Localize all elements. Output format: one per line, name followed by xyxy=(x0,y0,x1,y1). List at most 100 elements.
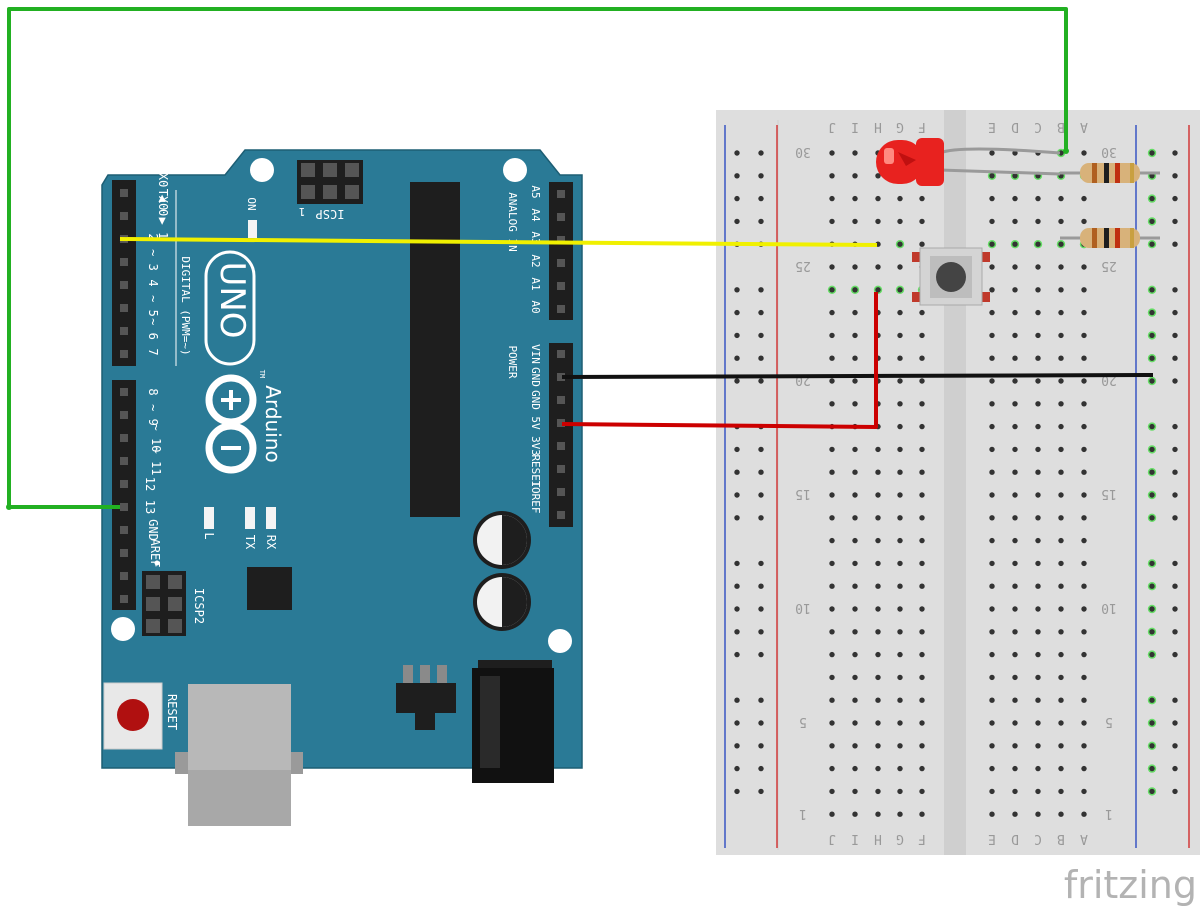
breadboard-hole[interactable] xyxy=(1058,515,1064,521)
breadboard-hole[interactable] xyxy=(1172,697,1178,703)
breadboard-hole[interactable] xyxy=(897,492,903,498)
breadboard-hole[interactable] xyxy=(919,378,925,384)
breadboard-hole[interactable] xyxy=(758,606,764,612)
breadboard-hole[interactable] xyxy=(989,765,995,772)
breadboard-hole[interactable] xyxy=(1149,697,1155,703)
breadboard-hole[interactable] xyxy=(852,720,858,726)
breadboard-hole[interactable] xyxy=(1149,606,1155,612)
breadboard-hole[interactable] xyxy=(989,309,995,316)
breadboard-hole[interactable] xyxy=(919,720,925,726)
breadboard-hole[interactable] xyxy=(1172,287,1178,293)
pin-socket[interactable] xyxy=(557,373,565,381)
breadboard-hole[interactable] xyxy=(919,423,925,430)
breadboard-hole[interactable] xyxy=(1172,720,1178,726)
breadboard-hole[interactable] xyxy=(919,788,925,795)
breadboard-hole[interactable] xyxy=(1081,811,1087,817)
breadboard-hole[interactable] xyxy=(1058,720,1064,726)
breadboard-hole[interactable] xyxy=(919,629,925,635)
breadboard-hole[interactable] xyxy=(897,287,903,293)
breadboard-hole[interactable] xyxy=(897,674,903,681)
breadboard-hole[interactable] xyxy=(989,378,995,384)
breadboard-hole[interactable] xyxy=(1012,309,1018,316)
breadboard-hole[interactable] xyxy=(1035,606,1041,612)
breadboard-hole[interactable] xyxy=(758,378,764,384)
breadboard-hole[interactable] xyxy=(919,560,925,567)
breadboard-hole[interactable] xyxy=(989,332,995,339)
breadboard-hole[interactable] xyxy=(875,218,881,225)
breadboard-hole[interactable] xyxy=(734,309,740,316)
pin-socket[interactable] xyxy=(120,189,128,197)
breadboard-hole[interactable] xyxy=(829,469,835,475)
breadboard-hole[interactable] xyxy=(1081,309,1087,316)
breadboard-hole[interactable] xyxy=(1012,423,1018,430)
breadboard-hole[interactable] xyxy=(919,218,925,225)
pin-socket[interactable] xyxy=(120,480,128,488)
breadboard-hole[interactable] xyxy=(1012,537,1018,544)
breadboard-hole[interactable] xyxy=(1058,241,1064,247)
breadboard-hole[interactable] xyxy=(734,287,740,293)
breadboard-hole[interactable] xyxy=(1058,537,1064,544)
pin-socket[interactable] xyxy=(120,434,128,442)
breadboard-hole[interactable] xyxy=(1058,446,1064,453)
breadboard-hole[interactable] xyxy=(829,378,835,384)
breadboard-hole[interactable] xyxy=(919,651,925,658)
pin-socket[interactable] xyxy=(120,327,128,335)
breadboard-hole[interactable] xyxy=(989,218,995,225)
breadboard-hole[interactable] xyxy=(989,355,995,361)
breadboard-hole[interactable] xyxy=(852,401,858,407)
breadboard-hole[interactable] xyxy=(1035,332,1041,339)
breadboard-hole[interactable] xyxy=(989,264,995,270)
pin-socket[interactable] xyxy=(557,305,565,313)
breadboard-hole[interactable] xyxy=(919,811,925,817)
breadboard-hole[interactable] xyxy=(1081,537,1087,544)
pin-socket[interactable] xyxy=(557,442,565,450)
breadboard-hole[interactable] xyxy=(1172,651,1178,658)
breadboard-hole[interactable] xyxy=(734,515,740,521)
breadboard-hole[interactable] xyxy=(897,651,903,658)
breadboard-hole[interactable] xyxy=(919,515,925,521)
breadboard-hole[interactable] xyxy=(1035,743,1041,749)
breadboard-hole[interactable] xyxy=(989,697,995,703)
breadboard-hole[interactable] xyxy=(919,241,925,247)
breadboard-hole[interactable] xyxy=(1081,515,1087,521)
breadboard-hole[interactable] xyxy=(734,788,740,795)
breadboard-hole[interactable] xyxy=(1058,743,1064,749)
breadboard-hole[interactable] xyxy=(1149,492,1155,498)
breadboard-hole[interactable] xyxy=(829,743,835,749)
breadboard-hole[interactable] xyxy=(1012,629,1018,635)
breadboard-hole[interactable] xyxy=(1035,423,1041,430)
breadboard-hole[interactable] xyxy=(1012,332,1018,339)
breadboard-hole[interactable] xyxy=(1012,788,1018,795)
breadboard-hole[interactable] xyxy=(919,606,925,612)
breadboard-hole[interactable] xyxy=(1172,469,1178,475)
breadboard-hole[interactable] xyxy=(829,697,835,703)
breadboard-hole[interactable] xyxy=(1035,560,1041,567)
pin-socket[interactable] xyxy=(120,503,128,511)
breadboard-hole[interactable] xyxy=(1058,287,1064,293)
breadboard-hole[interactable] xyxy=(989,606,995,612)
breadboard-hole[interactable] xyxy=(1149,332,1155,339)
pin-socket[interactable] xyxy=(120,457,128,465)
breadboard-hole[interactable] xyxy=(758,515,764,521)
breadboard-hole[interactable] xyxy=(919,697,925,703)
breadboard-hole[interactable] xyxy=(897,264,903,270)
breadboard-hole[interactable] xyxy=(1035,309,1041,316)
pin-socket[interactable] xyxy=(120,411,128,419)
breadboard-hole[interactable] xyxy=(989,674,995,681)
pin-socket[interactable] xyxy=(120,350,128,358)
breadboard-hole[interactable] xyxy=(919,195,925,202)
breadboard-hole[interactable] xyxy=(1149,788,1155,795)
breadboard-hole[interactable] xyxy=(897,332,903,339)
pin-socket[interactable] xyxy=(557,511,565,519)
breadboard-hole[interactable] xyxy=(989,537,995,544)
breadboard-hole[interactable] xyxy=(1012,218,1018,225)
breadboard-hole[interactable] xyxy=(1012,674,1018,681)
breadboard-hole[interactable] xyxy=(829,788,835,795)
breadboard-hole[interactable] xyxy=(1058,218,1064,225)
breadboard-hole[interactable] xyxy=(1149,378,1155,384)
breadboard-hole[interactable] xyxy=(852,765,858,772)
breadboard-hole[interactable] xyxy=(1081,378,1087,384)
breadboard-hole[interactable] xyxy=(758,788,764,795)
breadboard-hole[interactable] xyxy=(852,583,858,589)
breadboard-hole[interactable] xyxy=(1172,378,1178,384)
